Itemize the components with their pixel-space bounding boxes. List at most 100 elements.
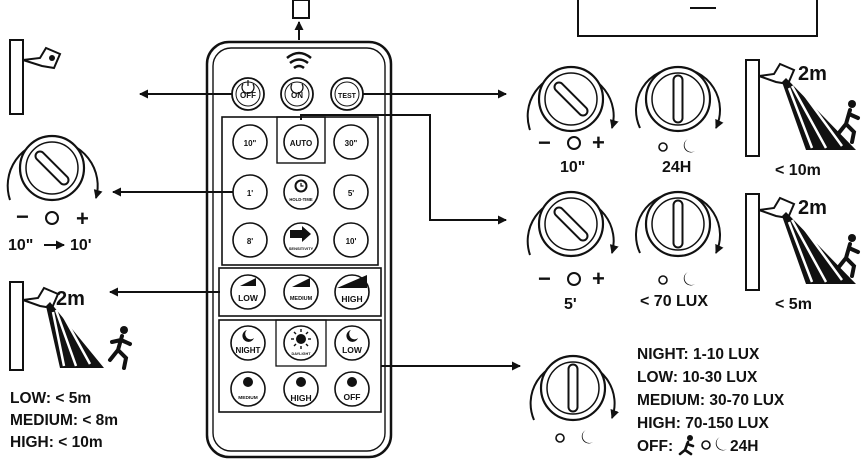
- lux-night-range: NIGHT: 1-10 LUX: [637, 346, 760, 363]
- lux-low-range: LOW: 10-30 LUX: [637, 369, 758, 386]
- top-connector: [292, 0, 310, 19]
- time-30s-button[interactable]: 30": [333, 124, 369, 160]
- time-8m-label: 8': [247, 237, 253, 246]
- lux-dial: [529, 354, 619, 422]
- moon-icon: [683, 139, 695, 153]
- time-30s-label: 30": [345, 139, 358, 148]
- lux-medium-range: MEDIUM: 30-70 LUX: [637, 392, 785, 409]
- lux-low-button[interactable]: LOW: [334, 325, 370, 361]
- wall-sensor-icon: [9, 39, 62, 115]
- time-1m-label: 1': [247, 189, 253, 198]
- test-range-distance: 2m: [798, 63, 827, 85]
- signal-high-icon: [337, 275, 367, 288]
- range-medium: MEDIUM: < 8m: [10, 412, 118, 429]
- sensitivity-arrow-icon: [290, 226, 311, 242]
- lux-high-button[interactable]: HIGH: [283, 371, 319, 407]
- test-button[interactable]: TEST: [330, 77, 364, 111]
- off-button-label: OFF: [240, 91, 256, 100]
- dial-minus: −: [538, 130, 551, 155]
- top-frame: [577, 0, 818, 37]
- ir-signal-icon: [286, 21, 312, 70]
- dial-plus: +: [592, 130, 605, 155]
- lux-high-range: HIGH: 70-150 LUX: [637, 415, 769, 432]
- time-10m-label: 10': [346, 237, 357, 246]
- auto-time-dial: [526, 190, 619, 258]
- moon-icon: [242, 330, 254, 342]
- detection-range-icon: [9, 281, 104, 371]
- on-button[interactable]: ON: [280, 77, 314, 111]
- moon-icon: [683, 272, 695, 286]
- time-10s-label: 10": [244, 139, 257, 148]
- auto-range-icon: [745, 193, 860, 291]
- daylight-box: [275, 319, 327, 367]
- sens-high-button[interactable]: HIGH: [334, 274, 370, 310]
- auto-lux-dial: [635, 190, 724, 258]
- test-range: < 10m: [775, 162, 821, 179]
- signal-medium-icon: [292, 278, 310, 287]
- sens-low-button[interactable]: LOW: [230, 274, 266, 310]
- clock-icon: [567, 272, 581, 286]
- lux-off-button[interactable]: OFF: [334, 371, 370, 407]
- hold-time-button[interactable]: HOLD-TIME: [283, 174, 319, 210]
- test-lux: 24H: [662, 159, 691, 176]
- lux-night-label: NIGHT: [236, 346, 261, 355]
- time-1m-button[interactable]: 1': [232, 174, 268, 210]
- sun-icon: [555, 433, 565, 443]
- dial-minus: −: [538, 266, 551, 291]
- sens-medium-label: MEDIUM: [290, 296, 313, 302]
- arrow-auto: [300, 114, 507, 225]
- hold-time-to: 10': [70, 237, 92, 254]
- sensitivity-button[interactable]: SENSITIVITY: [283, 222, 319, 258]
- dial-plus: +: [592, 266, 605, 291]
- sens-high-label: HIGH: [341, 294, 362, 304]
- lux-off-range: OFF:: [637, 438, 673, 455]
- lux-off-label: OFF: [344, 392, 361, 402]
- lux-medium-label: MEDIUM: [238, 395, 257, 401]
- auto-time: 5': [564, 296, 577, 313]
- moon-icon: [581, 430, 593, 444]
- power-icon: [241, 83, 255, 94]
- lux-night-button[interactable]: NIGHT: [230, 325, 266, 361]
- power-icon: [290, 83, 304, 94]
- sens-medium-button[interactable]: MEDIUM: [283, 274, 319, 310]
- lux-off-suffix: 24H: [730, 438, 758, 455]
- test-lux-dial: [635, 65, 724, 133]
- time-10m-button[interactable]: 10': [333, 222, 369, 258]
- test-time-dial: [526, 65, 619, 133]
- clock-icon: [45, 211, 59, 225]
- sun-icon: [658, 142, 668, 152]
- sun-icon: [701, 440, 711, 450]
- half-sun-icon: [296, 377, 306, 387]
- lux-medium-button[interactable]: MEDIUM: [230, 371, 266, 407]
- hold-time-dial: [6, 134, 103, 202]
- half-sun-icon: [243, 377, 253, 387]
- auto-label: AUTO: [290, 139, 313, 148]
- moon-icon: [346, 330, 358, 342]
- moon-icon: [715, 437, 727, 451]
- dial-minus: −: [16, 204, 29, 229]
- range-low: LOW: < 5m: [10, 390, 91, 407]
- auto-range: < 5m: [775, 296, 812, 313]
- time-5m-button[interactable]: 5': [333, 174, 369, 210]
- time-8m-button[interactable]: 8': [232, 222, 268, 258]
- auto-button[interactable]: AUTO: [283, 124, 319, 160]
- sun-icon: [658, 275, 668, 285]
- auto-lux: < 70 LUX: [640, 293, 708, 310]
- test-range-icon: [745, 59, 860, 157]
- runner-icon: [678, 435, 695, 456]
- lux-high-label: HIGH: [290, 393, 311, 403]
- range-high: HIGH: < 10m: [10, 434, 103, 451]
- clock-icon: [294, 179, 308, 193]
- time-10s-button[interactable]: 10": [232, 124, 268, 160]
- lux-daylight-button[interactable]: DAYLIGHT: [283, 325, 319, 361]
- lux-daylight-label: DAYLIGHT: [291, 352, 311, 356]
- time-5m-label: 5': [348, 189, 354, 198]
- clock-icon: [567, 136, 581, 150]
- sens-low-label: LOW: [238, 293, 259, 303]
- test-button-label: TEST: [338, 93, 357, 100]
- test-time: 10": [560, 159, 585, 176]
- runner-icon: [108, 326, 132, 370]
- sun-icon: [347, 377, 357, 387]
- sun-icon: [296, 334, 306, 344]
